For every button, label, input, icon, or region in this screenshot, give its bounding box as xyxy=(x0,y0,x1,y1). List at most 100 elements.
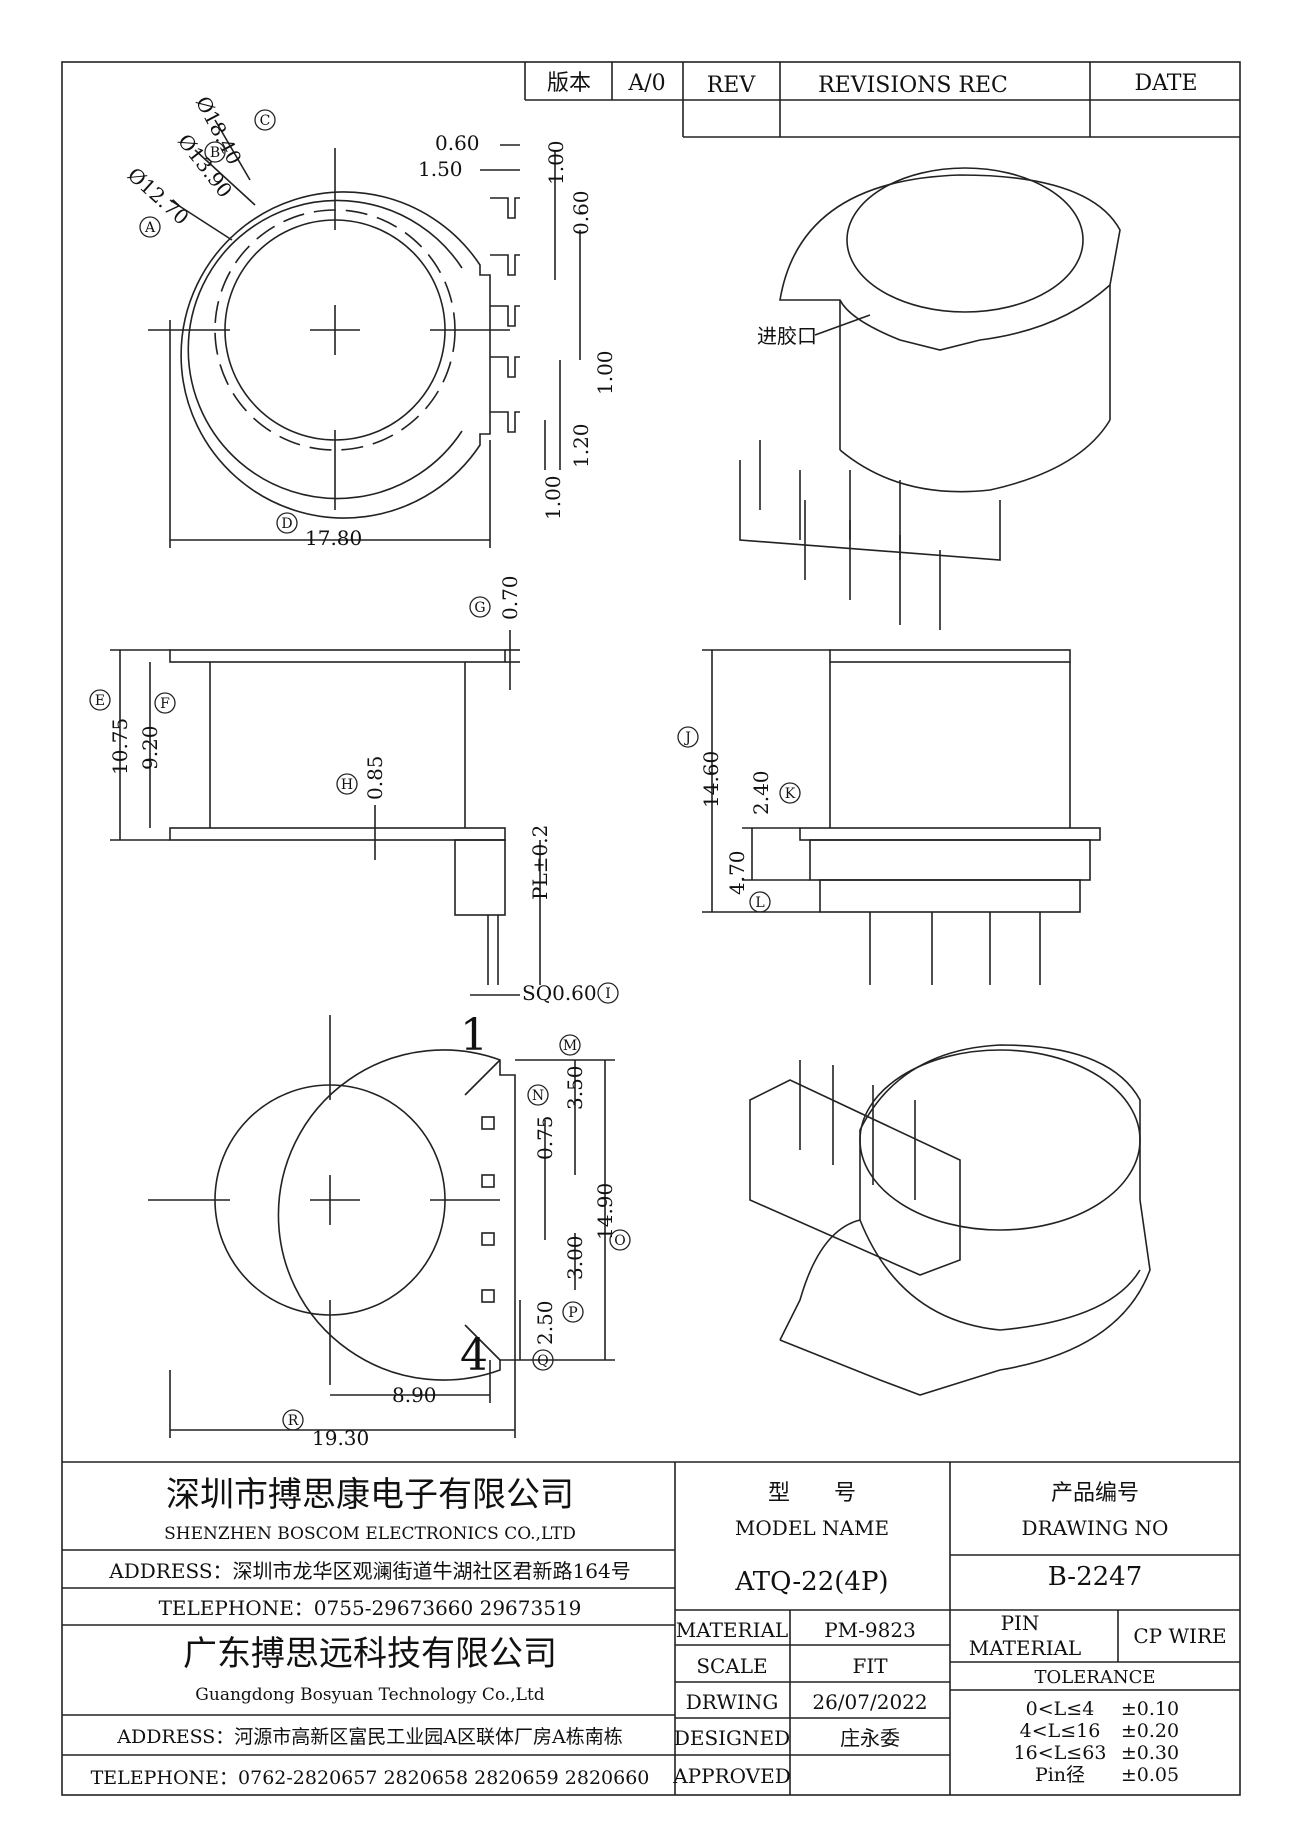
dim-r: 19.30 xyxy=(312,1426,369,1450)
top-view: Ø18.40 Ø13.90 Ø12.70 17.80 0.60 1.50 1.0… xyxy=(123,92,617,550)
tolerance-value: ±0.05 xyxy=(1121,1764,1179,1786)
dim-p: 3.00 xyxy=(563,1235,587,1280)
circle-marker-g xyxy=(469,596,491,618)
model-label-cn: 型 号 xyxy=(768,1481,856,1506)
circle-i-label: I xyxy=(605,986,611,1002)
approved-label: APPROVED xyxy=(672,1764,791,1788)
dim-pl: PL±0.2 xyxy=(528,825,552,900)
designed-value: 庄永委 xyxy=(840,1726,900,1750)
circle-marker-h xyxy=(336,773,358,795)
drawing-label-en: DRAWING NO xyxy=(1022,1516,1169,1540)
tolerance-range: Pin径 xyxy=(1035,1764,1085,1786)
circle-k-label: K xyxy=(785,786,796,802)
pin-material-label-2: MATERIAL xyxy=(969,1636,1081,1660)
circle-b-label: B xyxy=(210,145,220,161)
company-1-name: 深圳市搏思康电子有限公司 xyxy=(166,1475,574,1515)
circle-marker-p xyxy=(562,1301,584,1323)
circle-m-label: M xyxy=(563,1038,577,1054)
company-2-english: Guangdong Bosyuan Technology Co.,Ltd xyxy=(195,1685,545,1705)
pin-4-label: 4 xyxy=(460,1330,488,1381)
tolerance-range: 4<L≤16 xyxy=(1020,1720,1101,1742)
circle-marker-e xyxy=(89,689,111,711)
scale-value: FIT xyxy=(852,1654,888,1678)
date-label: DATE xyxy=(1134,71,1197,96)
title-block: 深圳市搏思康电子有限公司 SHENZHEN BOSCOM ELECTRONICS… xyxy=(62,1461,1240,1795)
circle-marker-n xyxy=(527,1084,549,1106)
version-value: A/0 xyxy=(627,71,665,96)
bottom-view: 1 4 3.50 0.75 14.90 3.00 2.50 19.30 8.90… xyxy=(148,1010,631,1450)
iso-top-view: 进胶口 xyxy=(739,167,1121,630)
dim-h: 0.85 xyxy=(363,755,387,800)
sheet-border xyxy=(61,61,1241,1796)
company-2-name: 广东搏思远科技有限公司 xyxy=(183,1634,557,1674)
designed-label: DESIGNED xyxy=(674,1726,790,1750)
circle-p-label: P xyxy=(568,1305,577,1321)
dim-e: 10.75 xyxy=(108,718,132,775)
circle-n-label: N xyxy=(532,1088,544,1104)
circle-r-label: R xyxy=(288,1413,299,1429)
circle-marker-i xyxy=(597,982,619,1004)
material-label: MATERIAL xyxy=(676,1618,788,1642)
dim-sq: SQ0.60 xyxy=(522,981,597,1005)
version-label: 版本 xyxy=(547,71,591,96)
circle-marker-l xyxy=(749,891,771,913)
v5: 1.00 xyxy=(541,475,565,520)
drwing-value: 26/07/2022 xyxy=(812,1690,927,1714)
circle-marker-f xyxy=(154,692,176,714)
revision-table: 版本 A/0 REV REVISIONS REC DATE xyxy=(524,62,1240,138)
circle-marker-r xyxy=(282,1409,304,1431)
model-value: ATQ-22(4P) xyxy=(734,1567,888,1597)
v4: 1.20 xyxy=(569,423,593,468)
company-1-address: ADDRESS：深圳市龙华区观澜街道牛湖社区君新路164号 xyxy=(108,1559,630,1583)
circle-q-label: Q xyxy=(537,1353,548,1369)
dim-j: 14.60 xyxy=(699,751,723,808)
drawing-label-cn: 产品编号 xyxy=(1051,1481,1139,1506)
circle-h-label: H xyxy=(341,777,353,793)
circle-j-label: J xyxy=(683,730,691,746)
tolerance-value: ±0.30 xyxy=(1121,1742,1179,1764)
v2: 0.60 xyxy=(569,190,593,235)
dim-m: 3.50 xyxy=(563,1065,587,1110)
tolerance-value: ±0.20 xyxy=(1121,1720,1179,1742)
circle-marker-d xyxy=(276,512,298,534)
dim-o: 14.90 xyxy=(593,1183,617,1240)
v1: 1.00 xyxy=(544,140,568,185)
circle-marker-j xyxy=(677,726,699,748)
company-2-telephone: TELEPHONE：0762-2820657 2820658 2820659 2… xyxy=(91,1767,650,1789)
revisions-rec-label: REVISIONS REC xyxy=(818,73,1008,98)
front-view: 14.60 2.40 4.70 J K L xyxy=(677,649,1101,985)
circle-e-label: E xyxy=(95,693,105,709)
pin-w1: 0.60 xyxy=(435,131,480,155)
circle-f-label: F xyxy=(160,696,170,712)
circle-marker-b xyxy=(204,141,226,163)
pin-material-label-1: PIN xyxy=(1001,1611,1040,1635)
tolerance-label: TOLERANCE xyxy=(1034,1667,1155,1688)
tolerance-value: ±0.10 xyxy=(1121,1698,1179,1720)
dim-d: 17.80 xyxy=(305,526,362,550)
pin-material-value: CP WIRE xyxy=(1133,1624,1226,1648)
v3: 1.00 xyxy=(593,350,617,395)
drawing-value: B-2247 xyxy=(1048,1562,1143,1592)
dim-g: 0.70 xyxy=(498,575,522,620)
company-1-english: SHENZHEN BOSCOM ELECTRONICS CO.,LTD xyxy=(164,1524,576,1544)
circle-marker-q xyxy=(532,1349,554,1371)
tolerance-range: 0<L≤4 xyxy=(1026,1698,1095,1720)
material-value: PM-9823 xyxy=(824,1618,916,1642)
circle-c-label: C xyxy=(260,113,271,129)
scale-label: SCALE xyxy=(696,1654,767,1678)
dim-l: 4.70 xyxy=(725,850,749,895)
company-2-address: ADDRESS：河源市高新区富民工业园A区联体厂房A栋南栋 xyxy=(116,1726,623,1748)
drwing-label: DRWING xyxy=(686,1690,779,1714)
gate-label: 进胶口 xyxy=(757,324,817,348)
dim-q: 2.50 xyxy=(533,1300,557,1345)
dim-n: 0.75 xyxy=(533,1115,557,1160)
circle-l-label: L xyxy=(755,895,764,911)
circle-d-label: D xyxy=(281,516,292,532)
rev-label: REV xyxy=(707,73,757,98)
circle-marker-a xyxy=(139,216,161,238)
dim-half: 8.90 xyxy=(392,1383,437,1407)
dim-k: 2.40 xyxy=(749,770,773,815)
circle-o-label: O xyxy=(614,1233,625,1249)
dim-f: 9.20 xyxy=(138,725,162,770)
